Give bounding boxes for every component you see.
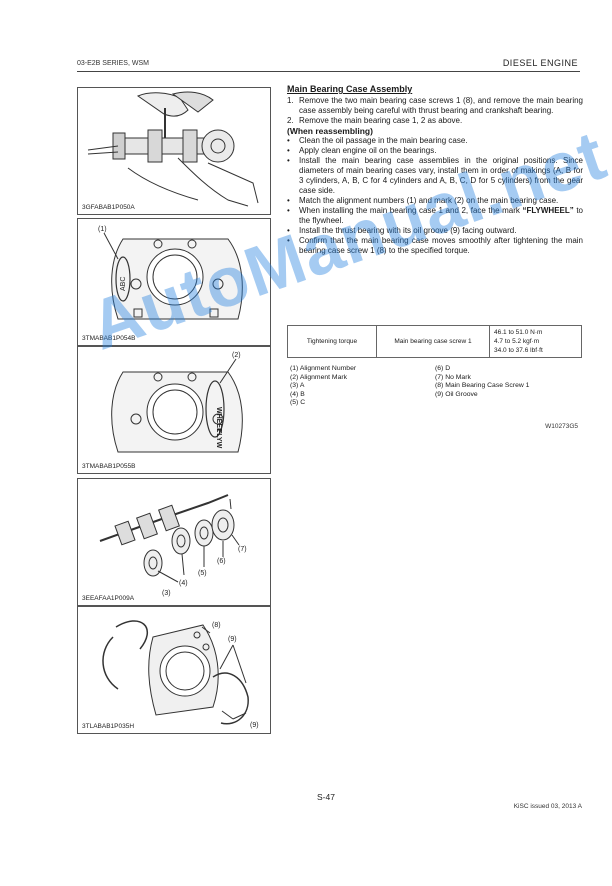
- figure-alignment-mark: (2) WHEEL FLYW 3TMABAB1P055B: [77, 346, 271, 474]
- list-item: (1) Alignment Number: [290, 365, 357, 372]
- table-row: Tightening torque Main bearing case scre…: [287, 325, 582, 358]
- callout-screw: (8): [212, 622, 221, 629]
- header-series: 03-E2B SERIES, WSM: [77, 60, 149, 67]
- bullet-item: • Apply clean engine oil on the bearings…: [287, 146, 437, 155]
- figure-caption: 3TMABAB1P055B: [82, 463, 136, 470]
- list-item: (4) B: [290, 390, 305, 398]
- thrust-bearing-illustration: (8) (9) (9): [102, 620, 259, 729]
- alignment-number-mark: ABC: [120, 277, 127, 291]
- callout-b: (4): [179, 580, 188, 587]
- list-item: (7) No Mark: [435, 373, 471, 381]
- step-item: 1. Remove the two main bearing case scre…: [287, 96, 583, 115]
- bullet-item: • Install the main bearing case assembli…: [287, 156, 583, 195]
- parts-legend: (1) Alignment Number (2) Alignment Mark …: [290, 365, 580, 408]
- callout-c: (5): [198, 570, 207, 577]
- bullet-item: • Clean the oil passage in the main bear…: [287, 136, 468, 145]
- callout-d: (6): [217, 558, 226, 565]
- flywheel-mark-text: “FLYWHEEL”: [522, 206, 574, 215]
- bullet-item: • Install the thrust bearing with its oi…: [287, 226, 517, 235]
- figure-caption: 3EEAFAA1P009A: [82, 595, 135, 602]
- callout-oil-groove-lower: (9): [250, 722, 259, 729]
- figure-bearing-cases-order: (3) (4) (5) (6) (7) 3EEAFAA1P009A: [77, 478, 271, 606]
- section-title: Main Bearing Case Assembly: [287, 84, 413, 94]
- figure-caption: 3TLABAB1P035H: [82, 723, 135, 730]
- callout-a: (3): [162, 590, 171, 597]
- document-code: W10273G5: [545, 423, 578, 430]
- procedure-text: Main Bearing Case Assembly 1. Remove the…: [287, 84, 583, 256]
- issue-note: KiSC issued 03, 2013 A: [513, 803, 582, 810]
- step-item: 2. Remove the main bearing case 1, 2 as …: [287, 116, 463, 125]
- figure-caption: 3GFABAB1P050A: [82, 204, 135, 211]
- figure-alignment-number: (1) ABC 3TMABAB1P054B: [77, 218, 271, 346]
- torque-values: 46.1 to 51.0 N·m 4.7 to 5.2 kgf·m 34.0 t…: [489, 325, 582, 358]
- torque-table: Tightening torque Main bearing case scre…: [287, 325, 582, 358]
- list-item: (5) C: [290, 399, 306, 407]
- callout-alignment-number: (1): [98, 226, 107, 233]
- reassembly-heading: (When reassembling): [287, 126, 373, 136]
- torque-label: Tightening torque: [287, 325, 377, 358]
- list-item: (8) Main Bearing Case Screw 1: [435, 382, 530, 390]
- figure-crankshaft-removal: 3GFABAB1P050A: [77, 87, 271, 215]
- bullet-item: • When installing the main bearing case …: [287, 206, 583, 225]
- list-item: (6) D: [435, 365, 451, 372]
- callout-alignment-mark: (2): [232, 352, 241, 359]
- bullet-item: • Confirm that the main bearing case mov…: [287, 236, 583, 255]
- crankshaft-exploded-illustration: (3) (4) (5) (6) (7): [99, 494, 247, 597]
- page-number: S-47: [317, 792, 335, 802]
- torque-item: Main bearing case screw 1: [376, 325, 490, 358]
- figure-thrust-bearing: (8) (9) (9) 3TLABAB1P035H: [77, 606, 271, 734]
- bullet-item: • Match the alignment numbers (1) and ma…: [287, 196, 559, 205]
- list-item: (3) A: [290, 382, 305, 390]
- callout-no-mark: (7): [238, 546, 247, 553]
- figure-caption: 3TMABAB1P054B: [82, 335, 136, 342]
- crankshaft-removal-illustration: [87, 91, 259, 207]
- callout-oil-groove-upper: (9): [228, 636, 237, 643]
- list-item: (2) Alignment Mark: [290, 373, 348, 381]
- bearing-case-front-illustration: (1) ABC: [98, 226, 243, 320]
- wheel-mark: WHEEL: [215, 407, 222, 433]
- header-rule: [77, 71, 580, 72]
- flyw-mark: FLYW: [215, 429, 222, 449]
- list-item: (9) Oil Groove: [435, 390, 478, 398]
- legend-column-left: (1) Alignment Number (2) Alignment Mark …: [290, 365, 435, 408]
- header-section: DIESEL ENGINE: [502, 58, 578, 68]
- legend-column-right: (6) D (7) No Mark (8) Main Bearing Case …: [435, 365, 580, 408]
- bearing-case-rear-illustration: (2) WHEEL FLYW: [111, 352, 243, 453]
